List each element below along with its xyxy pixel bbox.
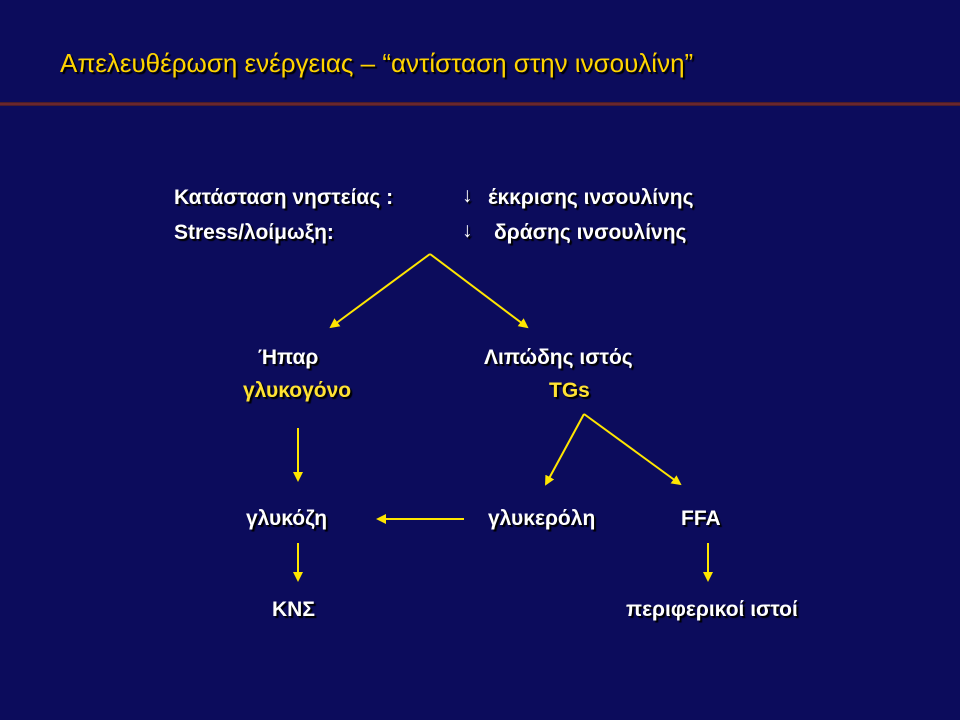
action-effect: δράσης ινσουλίνης (494, 221, 687, 244)
secretion-effect: έκκρισης ινσουλίνης (488, 186, 694, 209)
tgs-node: TGs (549, 379, 590, 402)
adipose-node: Λιπώδης ιστός (484, 346, 633, 369)
down-arrow-icon-secretion: ↓ (462, 184, 473, 207)
glycerol-node: γλυκερόλη (488, 507, 596, 530)
arrow-tgs-to-ffa (583, 413, 682, 486)
liver-node: Ήπαρ (258, 346, 319, 369)
fasting-label: Κατάσταση νηστείας : (174, 186, 394, 209)
down-arrow-icon-action: ↓ (462, 219, 473, 242)
arrow-to-adipose (429, 253, 529, 329)
slide-title: Απελευθέρωση ενέργειας – “αντίσταση στην… (60, 48, 694, 78)
arrow-tgs-to-glycerol (545, 413, 585, 486)
peripheral-node: περιφερικοί ιστοί (626, 598, 798, 621)
cns-node: ΚΝΣ (272, 598, 315, 621)
arrow-to-liver (329, 253, 431, 329)
ffa-node: FFA (681, 507, 721, 530)
title-divider (0, 102, 960, 106)
glycogen-node: γλυκογόνο (243, 379, 352, 402)
glucose-node: γλυκόζη (246, 507, 328, 530)
stress-label: Stress/λοίμωξη: (174, 221, 334, 244)
